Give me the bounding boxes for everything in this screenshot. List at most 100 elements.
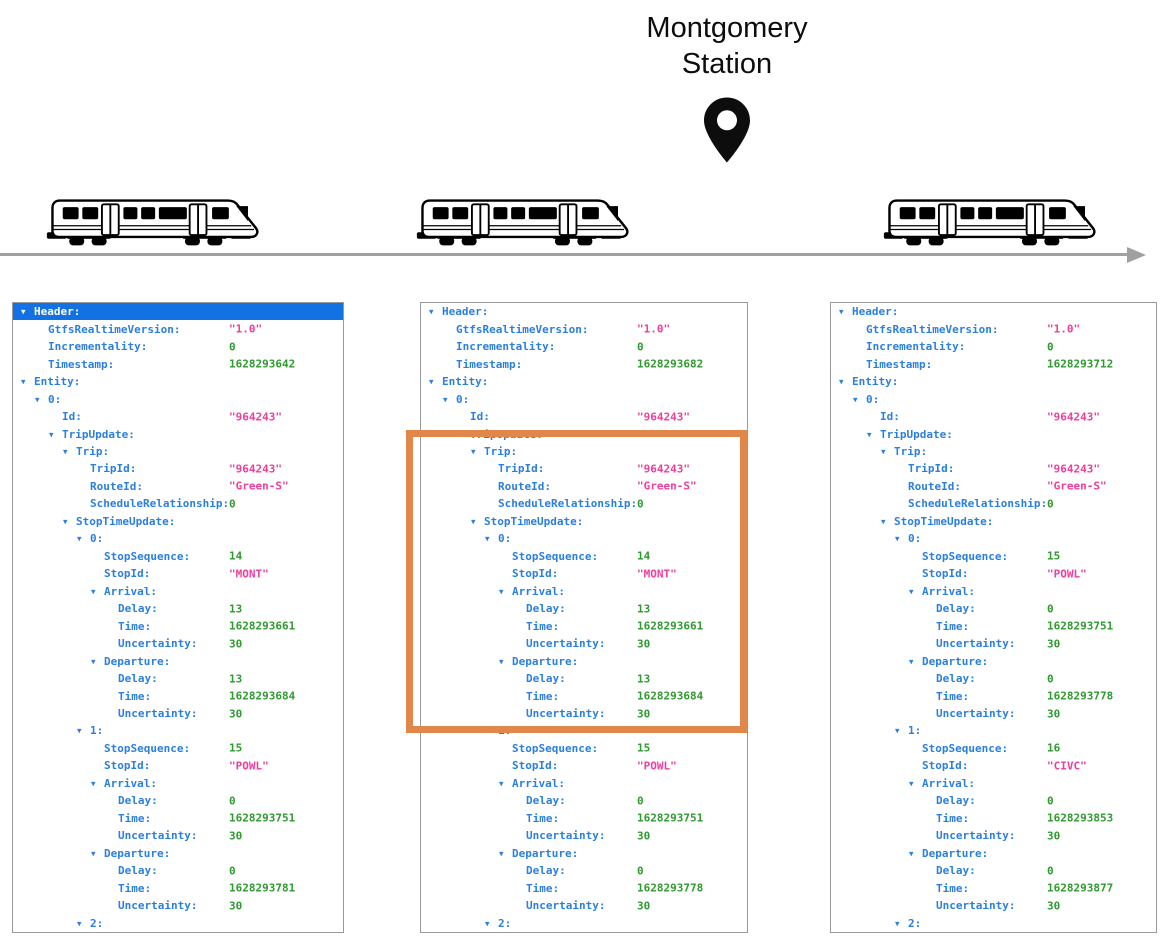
tree-row-timestamp[interactable]: Timestamp:1628293682 xyxy=(421,355,747,372)
tree-row-uncertainty[interactable]: Uncertainty:30 xyxy=(421,635,747,652)
tree-row-time[interactable]: Time:1628293751 xyxy=(13,810,343,827)
tree-row-stopsequence[interactable]: StopSequence:14 xyxy=(421,548,747,565)
tree-row-id[interactable]: Id:"964243" xyxy=(13,408,343,425)
tree-row-delay[interactable]: Delay:13 xyxy=(421,600,747,617)
tree-row-routeid[interactable]: RouteId:"Green-S" xyxy=(831,478,1156,495)
collapse-triangle-icon[interactable]: ▼ xyxy=(895,918,900,928)
collapse-triangle-icon[interactable]: ▼ xyxy=(909,778,914,788)
tree-row-schedulerelationship[interactable]: ScheduleRelationship:0 xyxy=(421,495,747,512)
tree-row-uncertainty[interactable]: Uncertainty:30 xyxy=(13,897,343,914)
tree-row-1[interactable]: ▼1: xyxy=(13,722,343,739)
tree-row-uncertainty[interactable]: Uncertainty:30 xyxy=(831,635,1156,652)
tree-row-incrementality[interactable]: Incrementality:0 xyxy=(421,338,747,355)
tree-row-stopid[interactable]: StopId:"MONT" xyxy=(13,565,343,582)
tree-row-uncertainty[interactable]: Uncertainty:30 xyxy=(421,705,747,722)
tree-row-tripupdate[interactable]: ▼TripUpdate: xyxy=(13,425,343,442)
tree-row-entity[interactable]: ▼Entity: xyxy=(831,373,1156,390)
tree-row-stoptimeupdate[interactable]: ▼StopTimeUpdate: xyxy=(421,513,747,530)
tree-row-id[interactable]: Id:"964243" xyxy=(421,408,747,425)
tree-row-0[interactable]: ▼0: xyxy=(421,530,747,547)
tree-row-stopid[interactable]: StopId:"CIVC" xyxy=(831,757,1156,774)
tree-row-0[interactable]: ▼0: xyxy=(831,530,1156,547)
collapse-triangle-icon[interactable]: ▼ xyxy=(881,516,886,526)
tree-row-uncertainty[interactable]: Uncertainty:30 xyxy=(13,705,343,722)
tree-row-1[interactable]: ▼1: xyxy=(421,722,747,739)
tree-row-1[interactable]: ▼1: xyxy=(831,722,1156,739)
tree-row-uncertainty[interactable]: Uncertainty:30 xyxy=(831,705,1156,722)
tree-row-stopsequence[interactable]: StopSequence:14 xyxy=(13,548,343,565)
collapse-triangle-icon[interactable]: ▼ xyxy=(91,778,96,788)
collapse-triangle-icon[interactable]: ▼ xyxy=(881,446,886,456)
collapse-triangle-icon[interactable]: ▼ xyxy=(909,586,914,596)
tree-row-stoptimeupdate[interactable]: ▼StopTimeUpdate: xyxy=(13,513,343,530)
tree-row-time[interactable]: Time:1628293778 xyxy=(421,879,747,896)
collapse-triangle-icon[interactable]: ▼ xyxy=(499,778,504,788)
tree-row-trip[interactable]: ▼Trip: xyxy=(13,443,343,460)
tree-row-arrival[interactable]: ▼Arrival: xyxy=(421,775,747,792)
collapse-triangle-icon[interactable]: ▼ xyxy=(867,429,872,439)
tree-row-delay[interactable]: Delay:13 xyxy=(421,670,747,687)
tree-row-2[interactable]: ▼2: xyxy=(831,914,1156,931)
collapse-triangle-icon[interactable]: ▼ xyxy=(91,848,96,858)
tree-row-arrival[interactable]: ▼Arrival: xyxy=(831,775,1156,792)
tree-row-header[interactable]: ▼Header: xyxy=(13,303,343,321)
tree-row-header[interactable]: ▼Header: xyxy=(831,303,1156,320)
tree-row-2[interactable]: ▼2: xyxy=(13,914,343,931)
collapse-triangle-icon[interactable]: ▼ xyxy=(909,656,914,666)
tree-row-gtfsrealtimeversion[interactable]: GtfsRealtimeVersion:"1.0" xyxy=(831,320,1156,337)
tree-row-delay[interactable]: Delay:0 xyxy=(831,862,1156,879)
tree-row-departure[interactable]: ▼Departure: xyxy=(831,845,1156,862)
collapse-triangle-icon[interactable]: ▼ xyxy=(49,429,54,439)
tree-row-time[interactable]: Time:1628293781 xyxy=(13,879,343,896)
tree-row-incrementality[interactable]: Incrementality:0 xyxy=(13,338,343,355)
tree-row-uncertainty[interactable]: Uncertainty:30 xyxy=(421,897,747,914)
tree-row-routeid[interactable]: RouteId:"Green-S" xyxy=(421,478,747,495)
tree-row-0[interactable]: ▼0: xyxy=(831,390,1156,407)
tree-row-uncertainty[interactable]: Uncertainty:30 xyxy=(421,827,747,844)
tree-row-stopsequence[interactable]: StopSequence:15 xyxy=(831,548,1156,565)
tree-row-delay[interactable]: Delay:0 xyxy=(13,792,343,809)
tree-row-stopsequence[interactable]: StopSequence:15 xyxy=(13,740,343,757)
tree-row-stoptimeupdate[interactable]: ▼StopTimeUpdate: xyxy=(831,513,1156,530)
tree-row-arrival[interactable]: ▼Arrival: xyxy=(13,775,343,792)
tree-row-stopsequence[interactable]: StopSequence:16 xyxy=(831,740,1156,757)
tree-row-departure[interactable]: ▼Departure: xyxy=(831,652,1156,669)
collapse-triangle-icon[interactable]: ▼ xyxy=(21,377,26,387)
tree-row-time[interactable]: Time:1628293751 xyxy=(421,810,747,827)
collapse-triangle-icon[interactable]: ▼ xyxy=(485,726,490,736)
tree-row-departure[interactable]: ▼Departure: xyxy=(13,845,343,862)
tree-row-0[interactable]: ▼0: xyxy=(13,390,343,407)
collapse-triangle-icon[interactable]: ▼ xyxy=(471,516,476,526)
tree-row-trip[interactable]: ▼Trip: xyxy=(831,443,1156,460)
collapse-triangle-icon[interactable]: ▼ xyxy=(443,394,448,404)
collapse-triangle-icon[interactable]: ▼ xyxy=(839,377,844,387)
collapse-triangle-icon[interactable]: ▼ xyxy=(35,394,40,404)
tree-row-departure[interactable]: ▼Departure: xyxy=(421,652,747,669)
tree-row-stopid[interactable]: StopId:"MONT" xyxy=(421,565,747,582)
tree-row-arrival[interactable]: ▼Arrival: xyxy=(421,583,747,600)
collapse-triangle-icon[interactable]: ▼ xyxy=(909,848,914,858)
tree-row-tripid[interactable]: TripId:"964243" xyxy=(13,460,343,477)
tree-row-arrival[interactable]: ▼Arrival: xyxy=(13,583,343,600)
tree-row-routeid[interactable]: RouteId:"Green-S" xyxy=(13,478,343,495)
collapse-triangle-icon[interactable]: ▼ xyxy=(21,307,26,317)
tree-row-delay[interactable]: Delay:0 xyxy=(13,862,343,879)
collapse-triangle-icon[interactable]: ▼ xyxy=(895,534,900,544)
tree-row-time[interactable]: Time:1628293853 xyxy=(831,810,1156,827)
tree-row-time[interactable]: Time:1628293877 xyxy=(831,879,1156,896)
tree-row-uncertainty[interactable]: Uncertainty:30 xyxy=(13,635,343,652)
tree-row-incrementality[interactable]: Incrementality:0 xyxy=(831,338,1156,355)
collapse-triangle-icon[interactable]: ▼ xyxy=(77,726,82,736)
tree-row-time[interactable]: Time:1628293684 xyxy=(13,687,343,704)
collapse-triangle-icon[interactable]: ▼ xyxy=(77,534,82,544)
tree-row-time[interactable]: Time:1628293661 xyxy=(421,617,747,634)
tree-row-arrival[interactable]: ▼Arrival: xyxy=(831,583,1156,600)
tree-row-2[interactable]: ▼2: xyxy=(421,914,747,931)
collapse-triangle-icon[interactable]: ▼ xyxy=(485,534,490,544)
tree-row-time[interactable]: Time:1628293684 xyxy=(421,687,747,704)
tree-row-time[interactable]: Time:1628293778 xyxy=(831,687,1156,704)
collapse-triangle-icon[interactable]: ▼ xyxy=(77,918,82,928)
tree-row-uncertainty[interactable]: Uncertainty:30 xyxy=(831,827,1156,844)
collapse-triangle-icon[interactable]: ▼ xyxy=(895,726,900,736)
tree-row-gtfsrealtimeversion[interactable]: GtfsRealtimeVersion:"1.0" xyxy=(421,320,747,337)
